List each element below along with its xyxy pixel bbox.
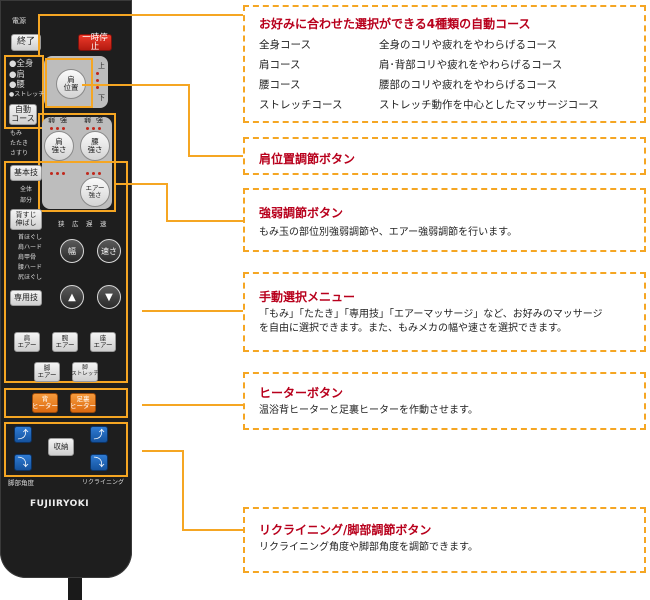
leg-stretch-button[interactable]: 脚 ストレッチ <box>71 362 99 382</box>
auto-row-name: 肩コース <box>259 59 301 71</box>
connector-manual <box>142 310 243 312</box>
connector-shoulder-h2 <box>188 155 243 157</box>
connector-strength-v <box>166 183 168 221</box>
callout-shoulder-title: 肩位置調節ボタン <box>259 152 356 166</box>
connector-recline-v <box>182 450 184 530</box>
callout-heater: ヒーターボタン 温浴背ヒーターと足裏ヒーターを作動させます。 <box>243 372 646 430</box>
leg-angle-label: 脚部角度 <box>8 479 34 487</box>
arm-air-button[interactable]: 腕 エアー <box>52 332 78 352</box>
recline-up-icon: ⤴ <box>93 427 105 441</box>
leg-down-button[interactable]: ⤵ <box>14 454 32 471</box>
connector-recline-h2 <box>182 529 243 531</box>
callout-recline-title: リクライニング/脚部調節ボタン <box>259 523 432 537</box>
callout-recline-desc: リクライニング角度や脚部角度を調節できます。 <box>259 542 478 553</box>
remote-controller: 電源 終了 一時停止 ●全身 ●肩 ●腰 ●ストレッチ 自動 コース 肩 位置 … <box>0 0 132 578</box>
recline-down-button[interactable]: ⤵ <box>90 454 108 471</box>
width-button[interactable]: 幅 <box>60 239 84 263</box>
auto-row-name: ストレッチコース <box>259 99 343 111</box>
auto-row-desc: 肩･背部コリや疲れをやわらげるコース <box>379 59 563 71</box>
auto-row-name: 全身コース <box>259 39 311 51</box>
storage-button[interactable]: 収納 <box>48 438 74 456</box>
basic-technique-button[interactable]: 基本技 <box>10 165 42 181</box>
speed-button[interactable]: 速さ <box>97 239 121 263</box>
brand-logo: FUJIIRYOKI <box>30 499 90 509</box>
reclining-label: リクライニング <box>82 479 125 486</box>
connector-auto-v <box>38 14 40 56</box>
connector-recline-h1 <box>142 450 184 452</box>
shoulder-position-highlight <box>45 58 93 108</box>
recline-highlight <box>4 422 128 477</box>
callout-manual-title: 手動選択メニュー <box>259 290 356 304</box>
stop-button[interactable]: 一時停止 <box>78 33 112 51</box>
callout-shoulder-position: 肩位置調節ボタン <box>243 137 646 175</box>
leg-down-icon: ⤵ <box>17 455 29 469</box>
stretch-button[interactable]: 背すじ 伸ばし <box>10 209 42 230</box>
connector-heater <box>142 404 243 406</box>
cable <box>68 578 82 600</box>
callout-heater-title: ヒーターボタン <box>259 386 344 400</box>
auto-course-highlight <box>4 55 44 129</box>
leg-up-icon: ⤴ <box>17 427 29 441</box>
shoulder-position-button[interactable]: 肩 位置 <box>56 69 86 99</box>
auto-course-button[interactable]: 自動 コース <box>9 104 37 125</box>
back-heater-button[interactable]: 背 ヒーター <box>32 393 58 413</box>
auto-row-desc: 全身のコリや疲れをやわらげるコース <box>379 39 557 51</box>
manual-selection-highlight <box>4 161 128 383</box>
callout-strength-desc: もみ玉の部位別強弱調節や、エアー強弱調節を行います。 <box>259 227 518 238</box>
connector-auto-h <box>38 14 243 16</box>
connector-shoulder-h1 <box>82 84 188 86</box>
auto-row-name: 腰コース <box>259 79 301 91</box>
auto-course-list: ●全身 ●肩 ●腰 ●ストレッチ <box>9 59 45 98</box>
auto-row-desc: 腰部のコリや疲れをやわらげるコース <box>379 79 557 91</box>
down-button[interactable]: ▼ <box>97 285 121 309</box>
callout-auto-title: お好みに合わせた選択ができる4種類の自動コース <box>259 17 531 31</box>
callout-recline: リクライニング/脚部調節ボタン リクライニング角度や脚部角度を調節できます。 <box>243 507 646 573</box>
callout-manual-desc: 「もみ」「たたき」「専用技」「エアーマッサージ」など、お好みのマッサージ <box>259 309 603 320</box>
shoulder-air-button[interactable]: 肩 エアー <box>14 332 40 352</box>
callout-manual-desc: を自由に選択できます。また、もみメカの幅や速さを選択できます。 <box>259 323 567 334</box>
callout-auto-course: お好みに合わせた選択ができる4種類の自動コース 全身コース 全身のコリや疲れをやわ… <box>243 5 646 123</box>
connector-shoulder-v <box>188 84 190 156</box>
leg-air-button[interactable]: 脚 エアー <box>34 362 60 382</box>
shoulder-strength-button[interactable]: 肩 強さ <box>44 131 74 161</box>
connector-strength-h1 <box>116 183 168 185</box>
seat-air-button[interactable]: 座 エアー <box>90 332 116 352</box>
connector-strength-h2 <box>166 220 243 222</box>
special-technique-list: 首ほぐし 肩ハード 肩甲骨 腰ハード 尻ほぐし <box>18 234 43 281</box>
power-label: 電源 <box>12 17 26 25</box>
up-button[interactable]: ▲ <box>60 285 84 309</box>
callout-strength: 強弱調節ボタン もみ玉の部位別強弱調節や、エアー強弱調節を行います。 <box>243 188 646 252</box>
special-technique-button[interactable]: 専用技 <box>10 290 42 306</box>
callout-manual: 手動選択メニュー 「もみ」「たたき」「専用技」「エアーマッサージ」など、お好みの… <box>243 272 646 352</box>
callout-heater-desc: 温浴背ヒーターと足裏ヒーターを作動させます。 <box>259 405 478 416</box>
waist-strength-button[interactable]: 腰 強さ <box>80 131 110 161</box>
air-strength-button[interactable]: エアー 強さ <box>80 177 110 207</box>
recline-up-button[interactable]: ⤴ <box>90 426 108 443</box>
auto-row-desc: ストレッチ動作を中心としたマッサージコース <box>379 99 599 111</box>
recline-down-icon: ⤵ <box>93 455 105 469</box>
heater-highlight <box>4 388 128 418</box>
callout-strength-title: 強弱調節ボタン <box>259 206 344 220</box>
sole-heater-button[interactable]: 足裏 ヒーター <box>70 393 96 413</box>
end-button[interactable]: 終了 <box>11 34 41 51</box>
leg-up-button[interactable]: ⤴ <box>14 426 32 443</box>
